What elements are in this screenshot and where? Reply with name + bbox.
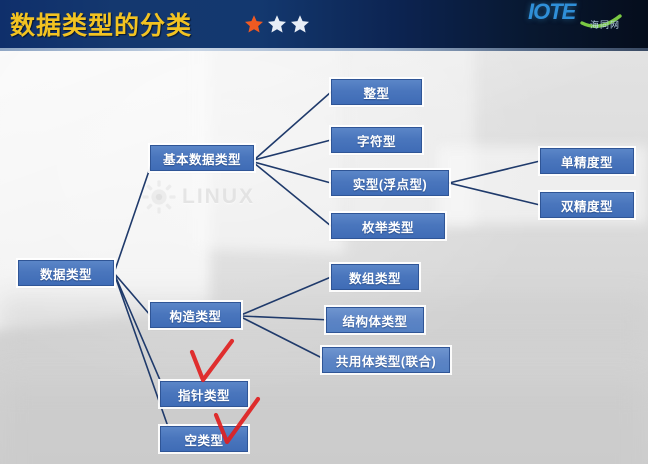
logo-wordmark: IOTE (528, 0, 576, 24)
node-construct-type[interactable]: 构造类型 (148, 300, 243, 330)
link-root-void (113, 272, 173, 439)
node-label: 单精度型 (560, 155, 613, 170)
node-single-precision[interactable]: 单精度型 (538, 146, 636, 176)
node-root[interactable]: 数据类型 (16, 258, 116, 288)
slide-header: 数据类型的分类 IOTE 海同网 (0, 0, 648, 51)
node-label: 基本数据类型 (162, 152, 241, 167)
node-label: 数据类型 (39, 267, 92, 282)
link-root-construct (113, 272, 151, 316)
link-root-pointer (113, 272, 167, 395)
node-void-type[interactable]: 空类型 (158, 424, 250, 454)
star-outline-icon (291, 15, 309, 33)
link-basic-enum (253, 162, 332, 227)
node-integer[interactable]: 整型 (329, 77, 424, 107)
bg-shape (0, 296, 648, 356)
node-label: 空类型 (184, 433, 224, 448)
node-label: 双精度型 (560, 199, 613, 214)
node-label: 数组类型 (348, 271, 401, 286)
link-root-basic (113, 164, 152, 274)
node-label: 指针类型 (177, 388, 230, 403)
link-construct-struct (240, 315, 332, 321)
watermark-label: LINUX (182, 185, 255, 208)
node-basic-types[interactable]: 基本数据类型 (148, 143, 256, 173)
gear-icon (142, 180, 176, 214)
link-float-single (448, 160, 541, 184)
star-outline-icon (268, 15, 286, 33)
node-label: 构造类型 (169, 309, 222, 324)
brand-logo: IOTE 海同网 (528, 0, 648, 33)
node-label: 实型(浮点型) (352, 177, 428, 192)
node-character[interactable]: 字符型 (329, 125, 424, 155)
node-label: 整型 (363, 86, 390, 101)
node-label: 结构体类型 (342, 314, 408, 329)
link-basic-int (253, 91, 332, 161)
bg-shape (0, 381, 648, 464)
page-title: 数据类型的分类 (10, 12, 193, 40)
linux-watermark: LINUX (142, 180, 255, 214)
node-array-type[interactable]: 数组类型 (329, 262, 421, 292)
logo-subtext: 海同网 (590, 20, 621, 30)
link-basic-float (253, 161, 332, 184)
link-basic-char (253, 139, 332, 161)
node-float[interactable]: 实型(浮点型) (329, 168, 451, 198)
node-label: 枚举类型 (361, 220, 414, 235)
node-label: 共用体类型(联合) (335, 354, 437, 369)
background-photo (0, 51, 648, 464)
node-union-type[interactable]: 共用体类型(联合) (320, 345, 452, 375)
node-struct-type[interactable]: 结构体类型 (324, 305, 426, 335)
link-construct-union (240, 316, 327, 361)
star-filled-icon (245, 15, 263, 33)
rating-stars (244, 14, 310, 34)
link-float-double (448, 182, 541, 206)
node-label: 字符型 (356, 134, 396, 149)
bg-vignette (0, 51, 648, 464)
logo-swoosh-icon (580, 14, 622, 28)
node-double-precision[interactable]: 双精度型 (538, 190, 636, 220)
node-enum[interactable]: 枚举类型 (329, 211, 447, 241)
link-construct-array (240, 276, 332, 316)
node-pointer-type[interactable]: 指针类型 (158, 379, 250, 409)
